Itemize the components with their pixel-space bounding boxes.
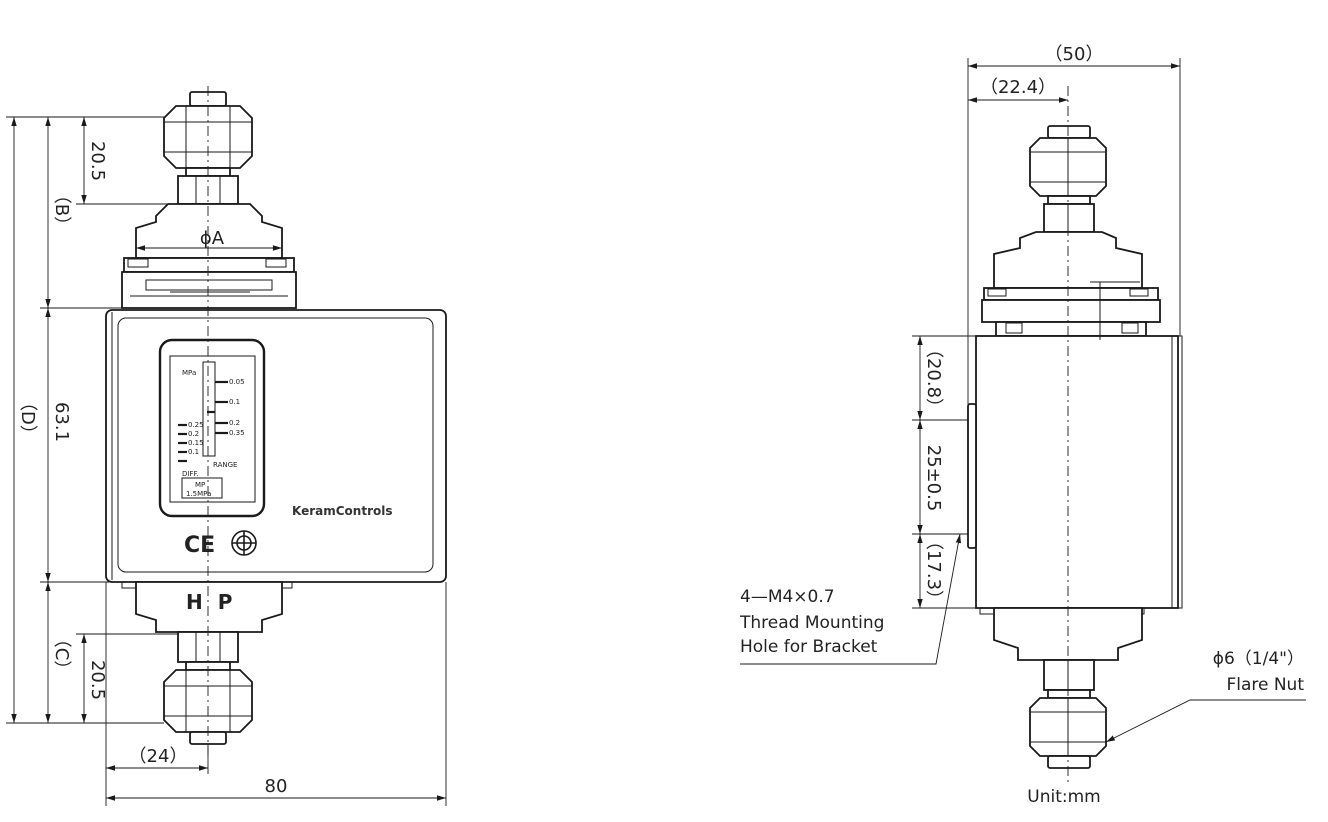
callout-thread-desc2: Hole for Bracket xyxy=(740,637,878,657)
diff-tick-label: 0.25 xyxy=(188,421,204,429)
brand-logo: KeramControls xyxy=(292,504,393,518)
callout-thread-desc: Thread Mounting xyxy=(739,613,884,633)
top-flare-nut xyxy=(163,91,253,169)
callout-thread-spec: 4—M4×0.7 xyxy=(740,587,835,607)
range-tick-label: 0.05 xyxy=(229,378,245,386)
mounting-bracket-face xyxy=(967,403,977,549)
side-enclosure xyxy=(975,335,1179,609)
diff-tick-label: 0.1 xyxy=(188,448,199,456)
ce-mark: CE xyxy=(184,533,215,558)
diff-label: DIFF. xyxy=(182,470,199,478)
bellows-housing xyxy=(121,203,297,309)
model-label: MP xyxy=(195,481,205,489)
side-bottom-block xyxy=(979,607,1145,769)
range-tick-label: 0.35 xyxy=(229,429,245,437)
scale-window: MPa 0.05 0.1 0.2 0.35 0.25 0.2 0.15 0.1 … xyxy=(158,338,266,518)
callout-nut-size: ϕ6（1/4"） xyxy=(1213,649,1304,669)
dim-b-label: （B） xyxy=(51,186,72,234)
dim-top-fitting: 20.5 xyxy=(87,141,108,181)
side-view-dimensions: （50） （22.4） （20.8） 25±0.5 （17.3） 4—M4×0.… xyxy=(739,44,1306,807)
hp-label: H P xyxy=(186,590,236,614)
dim-diameter-a: ϕA xyxy=(200,228,225,249)
dim-d-label: （D） xyxy=(17,393,38,443)
dim-body-height: 63.1 xyxy=(51,402,72,442)
scale-unit: MPa xyxy=(182,369,196,377)
side-hex-fitting xyxy=(1043,195,1095,233)
dim-c-label: （C） xyxy=(51,630,72,679)
dim-upper-hole: （20.8） xyxy=(923,340,944,416)
diff-tick-label: 0.2 xyxy=(188,430,199,438)
dim-lower-hole: （17.3） xyxy=(923,532,944,608)
dim-total-depth: （50） xyxy=(1045,44,1104,65)
ground-symbol-icon xyxy=(231,530,257,556)
range-tick-label: 0.1 xyxy=(229,398,240,406)
side-bellows-housing xyxy=(981,231,1161,337)
hp-connector-block: H P xyxy=(121,581,293,633)
dim-center-offset: （22.4） xyxy=(980,77,1056,98)
side-view xyxy=(967,86,1183,782)
diff-tick-label: 0.15 xyxy=(188,439,204,447)
dim-width: 80 xyxy=(265,776,288,797)
dim-bottom-fitting: 20.5 xyxy=(87,660,108,700)
range-label: RANGE xyxy=(213,461,237,469)
front-view: MPa 0.05 0.1 0.2 0.35 0.25 0.2 0.15 0.1 … xyxy=(105,86,447,760)
unit-label: Unit:mm xyxy=(1027,787,1100,807)
model-rating: 1.5MPa xyxy=(186,490,211,498)
callout-nut-name: Flare Nut xyxy=(1226,675,1304,695)
dim-half-width: （24） xyxy=(129,746,188,767)
front-view-dimensions: （D） （B） 63.1 （C） 20.5 20.5 ϕA （24） 80 xyxy=(6,116,447,806)
dim-hole-spacing: 25±0.5 xyxy=(923,445,944,512)
range-tick-label: 0.2 xyxy=(229,419,240,427)
switch-enclosure xyxy=(105,309,447,583)
